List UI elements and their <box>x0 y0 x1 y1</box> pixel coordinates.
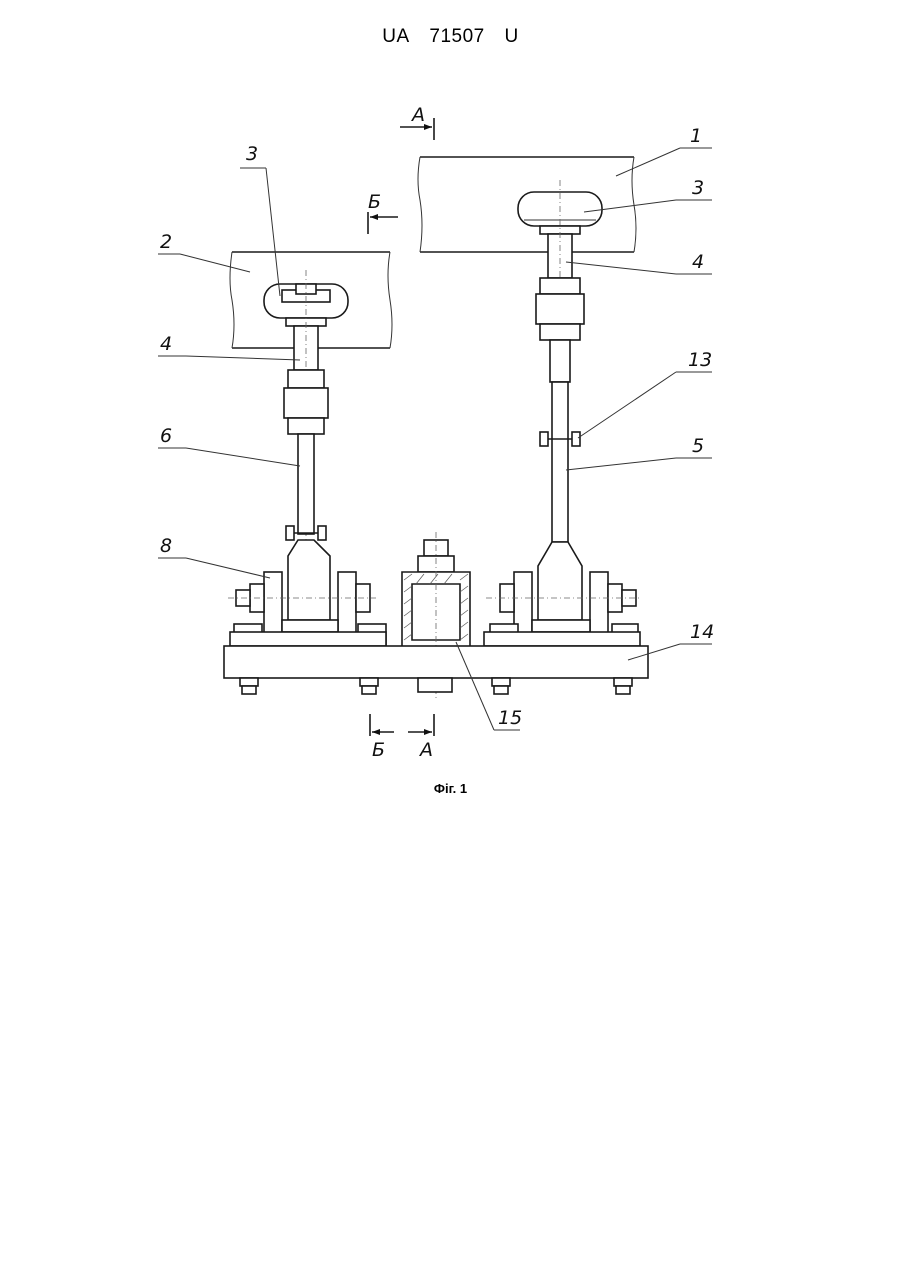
callout-2: 2 <box>160 231 172 253</box>
figure-caption: Фіг. 1 <box>0 781 901 796</box>
right-column-assembly <box>484 180 640 646</box>
callout-15: 15 <box>498 707 522 729</box>
callout-13: 13 <box>688 349 712 371</box>
callout-6: 6 <box>160 425 172 447</box>
base-plate-14 <box>224 646 648 694</box>
section-label-b-top: Б <box>368 191 381 213</box>
callout-4-right: 4 <box>692 251 704 273</box>
section-label-a-bottom: А <box>418 739 433 761</box>
section-mark-a-top: А <box>400 104 434 140</box>
callout-3-left: 3 <box>246 143 258 165</box>
callout-14: 14 <box>690 621 714 643</box>
section-mark-b-top: Б <box>368 191 398 234</box>
callout-8: 8 <box>160 535 172 557</box>
section-mark-b-bottom: Б <box>370 714 394 761</box>
section-mark-a-bottom: А <box>408 714 434 761</box>
section-label-a-top: А <box>410 104 425 126</box>
callout-1: 1 <box>690 125 702 147</box>
section-label-b-bottom: Б <box>372 739 385 761</box>
callout-3-right: 3 <box>692 177 704 199</box>
technical-drawing: А Б <box>0 0 901 800</box>
callout-5: 5 <box>692 435 704 457</box>
callout-4-left: 4 <box>160 333 172 355</box>
